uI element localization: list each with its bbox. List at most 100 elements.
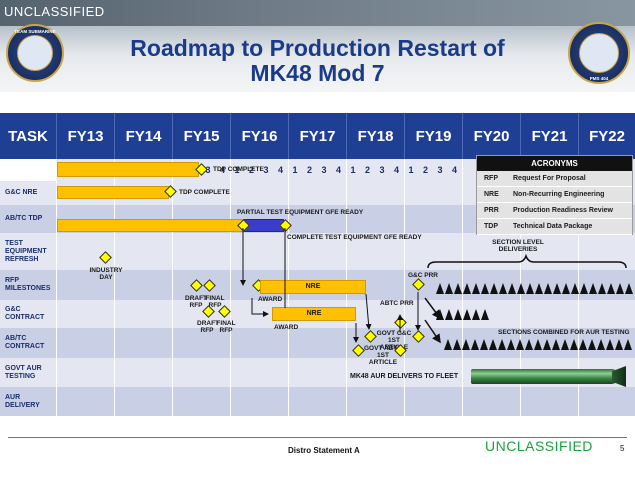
pms404-seal: PMS 404 <box>568 22 630 84</box>
gc-delivery-triangle <box>481 283 489 294</box>
fy-header-fy21: FY21 <box>520 113 578 159</box>
gc-delivery-triangle <box>517 283 525 294</box>
industry-day-label: INDUSTRY DAY <box>89 267 123 281</box>
quarter-label: 1 <box>408 165 414 175</box>
abtc-prr-label: ABTC PRR <box>380 300 414 307</box>
abtc-delivery-triangle <box>615 339 623 350</box>
row-label-rfp-milestones: RFP MILESTONES <box>5 277 51 292</box>
row-label-abtc-contract: AB/TC CONTRACT <box>5 335 45 350</box>
gc-delivery-triangle <box>463 283 471 294</box>
gc-delivery-triangle <box>598 283 606 294</box>
abtc-delivery-triangle <box>570 339 578 350</box>
tdp-complete-label: TDP COMPLETE <box>179 189 230 196</box>
footer-divider <box>8 437 627 438</box>
row-label-test-equipment: TEST EQUIPMENT REFRESH <box>5 239 47 263</box>
abtc-delivery-triangle <box>552 339 560 350</box>
gc-delivery-triangle <box>490 283 498 294</box>
acronym-row: TDP Technical Data Package <box>477 219 632 235</box>
mid-delivery-triangle <box>481 309 489 320</box>
quarter-label: 1 <box>292 165 298 175</box>
gc-delivery-triangle <box>616 283 624 294</box>
gc-delivery-triangle <box>562 283 570 294</box>
quarter-label: 3 <box>379 165 385 175</box>
abtc-delivery-triangle <box>561 339 569 350</box>
sections-combined-label: SECTIONS COMBINED FOR AUR TESTING <box>498 329 630 336</box>
fy-header-fy19: FY19 <box>404 113 462 159</box>
final-rfp-label-abtc: FINAL RFP <box>216 320 236 334</box>
abtc-contract-nre-label: NRE <box>306 310 322 317</box>
task-header: TASK <box>0 113 56 159</box>
acronym-key: PRR <box>484 207 499 214</box>
abtc-award-label: AWARD <box>274 324 299 331</box>
classification-top: UNCLASSIFIED <box>4 4 105 19</box>
grid-line <box>230 159 231 416</box>
quarter-label: 3 <box>263 165 269 175</box>
row-label-aur-delivery: AUR DELIVERY <box>5 393 40 409</box>
abtc-tdp-bar-blue <box>244 219 284 232</box>
acronym-value: Technical Data Package <box>513 223 593 230</box>
quarter-label: 4 <box>451 165 457 175</box>
govt-gc-first-article-label: GOVT G&C 1ST ARTICLE <box>376 330 412 351</box>
grid-line <box>462 159 463 416</box>
mid-delivery-triangle <box>445 309 453 320</box>
pms404-seal-text: PMS 404 <box>589 76 609 81</box>
quarter-label: 1 <box>234 165 240 175</box>
row-band-aur-delivery <box>0 387 635 416</box>
grid-line <box>114 159 115 416</box>
abtc-delivery-triangle <box>489 339 497 350</box>
quarter-label: 4 <box>219 165 225 175</box>
gc-award-label: AWARD <box>258 296 283 303</box>
torpedo-tail <box>612 366 626 387</box>
row-label-govt-aur-testing: GOVT AUR TESTING <box>5 364 42 380</box>
gc-contract-nre-bar <box>260 280 366 294</box>
gc-nre-bar <box>57 186 169 199</box>
fy-header-fy18: FY18 <box>346 113 404 159</box>
abtc-delivery-triangle <box>498 339 506 350</box>
mid-delivery-triangle <box>436 309 444 320</box>
abtc-delivery-triangle <box>444 339 452 350</box>
abtc-delivery-triangle <box>453 339 461 350</box>
quarter-label: 3 <box>437 165 443 175</box>
abtc-delivery-triangle <box>624 339 632 350</box>
classification-bottom: UNCLASSIFIED <box>485 438 593 454</box>
draft-rfp-label-abtc: DRAFT RFP <box>197 320 220 334</box>
abtc-delivery-triangle <box>507 339 515 350</box>
team-submarine-seal: TEAM SUBMARINE <box>6 24 64 82</box>
abtc-delivery-triangle <box>543 339 551 350</box>
acronym-key: TDP <box>484 223 498 230</box>
acronym-key: RFP <box>484 175 498 182</box>
grid-line <box>404 159 405 416</box>
row-label-gc-contract: G&C CONTRACT <box>5 306 45 321</box>
acronym-value: Non-Recurring Engineering <box>513 191 605 198</box>
abtc-delivery-triangle <box>462 339 470 350</box>
abtc-delivery-triangle <box>534 339 542 350</box>
team-submarine-seal-text: TEAM SUBMARINE <box>14 29 56 34</box>
acronym-key: NRE <box>484 191 499 198</box>
gc-delivery-triangle <box>526 283 534 294</box>
mid-delivery-triangle <box>472 309 480 320</box>
tdp-complete-top-label: TDP COMPLETE <box>213 166 264 173</box>
quarter-label: 3 <box>321 165 327 175</box>
abtc-delivery-triangle <box>525 339 533 350</box>
govt-abtc-first-article-label: GOVT ABTC 1ST ARTICLE <box>363 345 403 366</box>
title-line-1: Roadmap to Production Restart of <box>130 35 505 61</box>
quarter-label: 1 <box>350 165 356 175</box>
gc-delivery-triangle <box>454 283 462 294</box>
gc-delivery-triangle <box>571 283 579 294</box>
fy-header-fy14: FY14 <box>114 113 172 159</box>
gc-delivery-triangle <box>607 283 615 294</box>
grid-line <box>56 159 57 416</box>
page-number: 5 <box>620 444 625 453</box>
quarter-label: 2 <box>422 165 428 175</box>
abtc-contract-nre-bar <box>272 307 356 321</box>
fy-header-fy13: FY13 <box>56 113 114 159</box>
header-banner-top <box>0 0 635 26</box>
mk48-delivers-label: MK48 AUR DELIVERS TO FLEET <box>350 373 459 380</box>
gc-delivery-triangle <box>508 283 516 294</box>
quarter-label: 4 <box>393 165 399 175</box>
acronyms-header: ACRONYMS <box>477 156 632 171</box>
gc-delivery-triangle <box>472 283 480 294</box>
